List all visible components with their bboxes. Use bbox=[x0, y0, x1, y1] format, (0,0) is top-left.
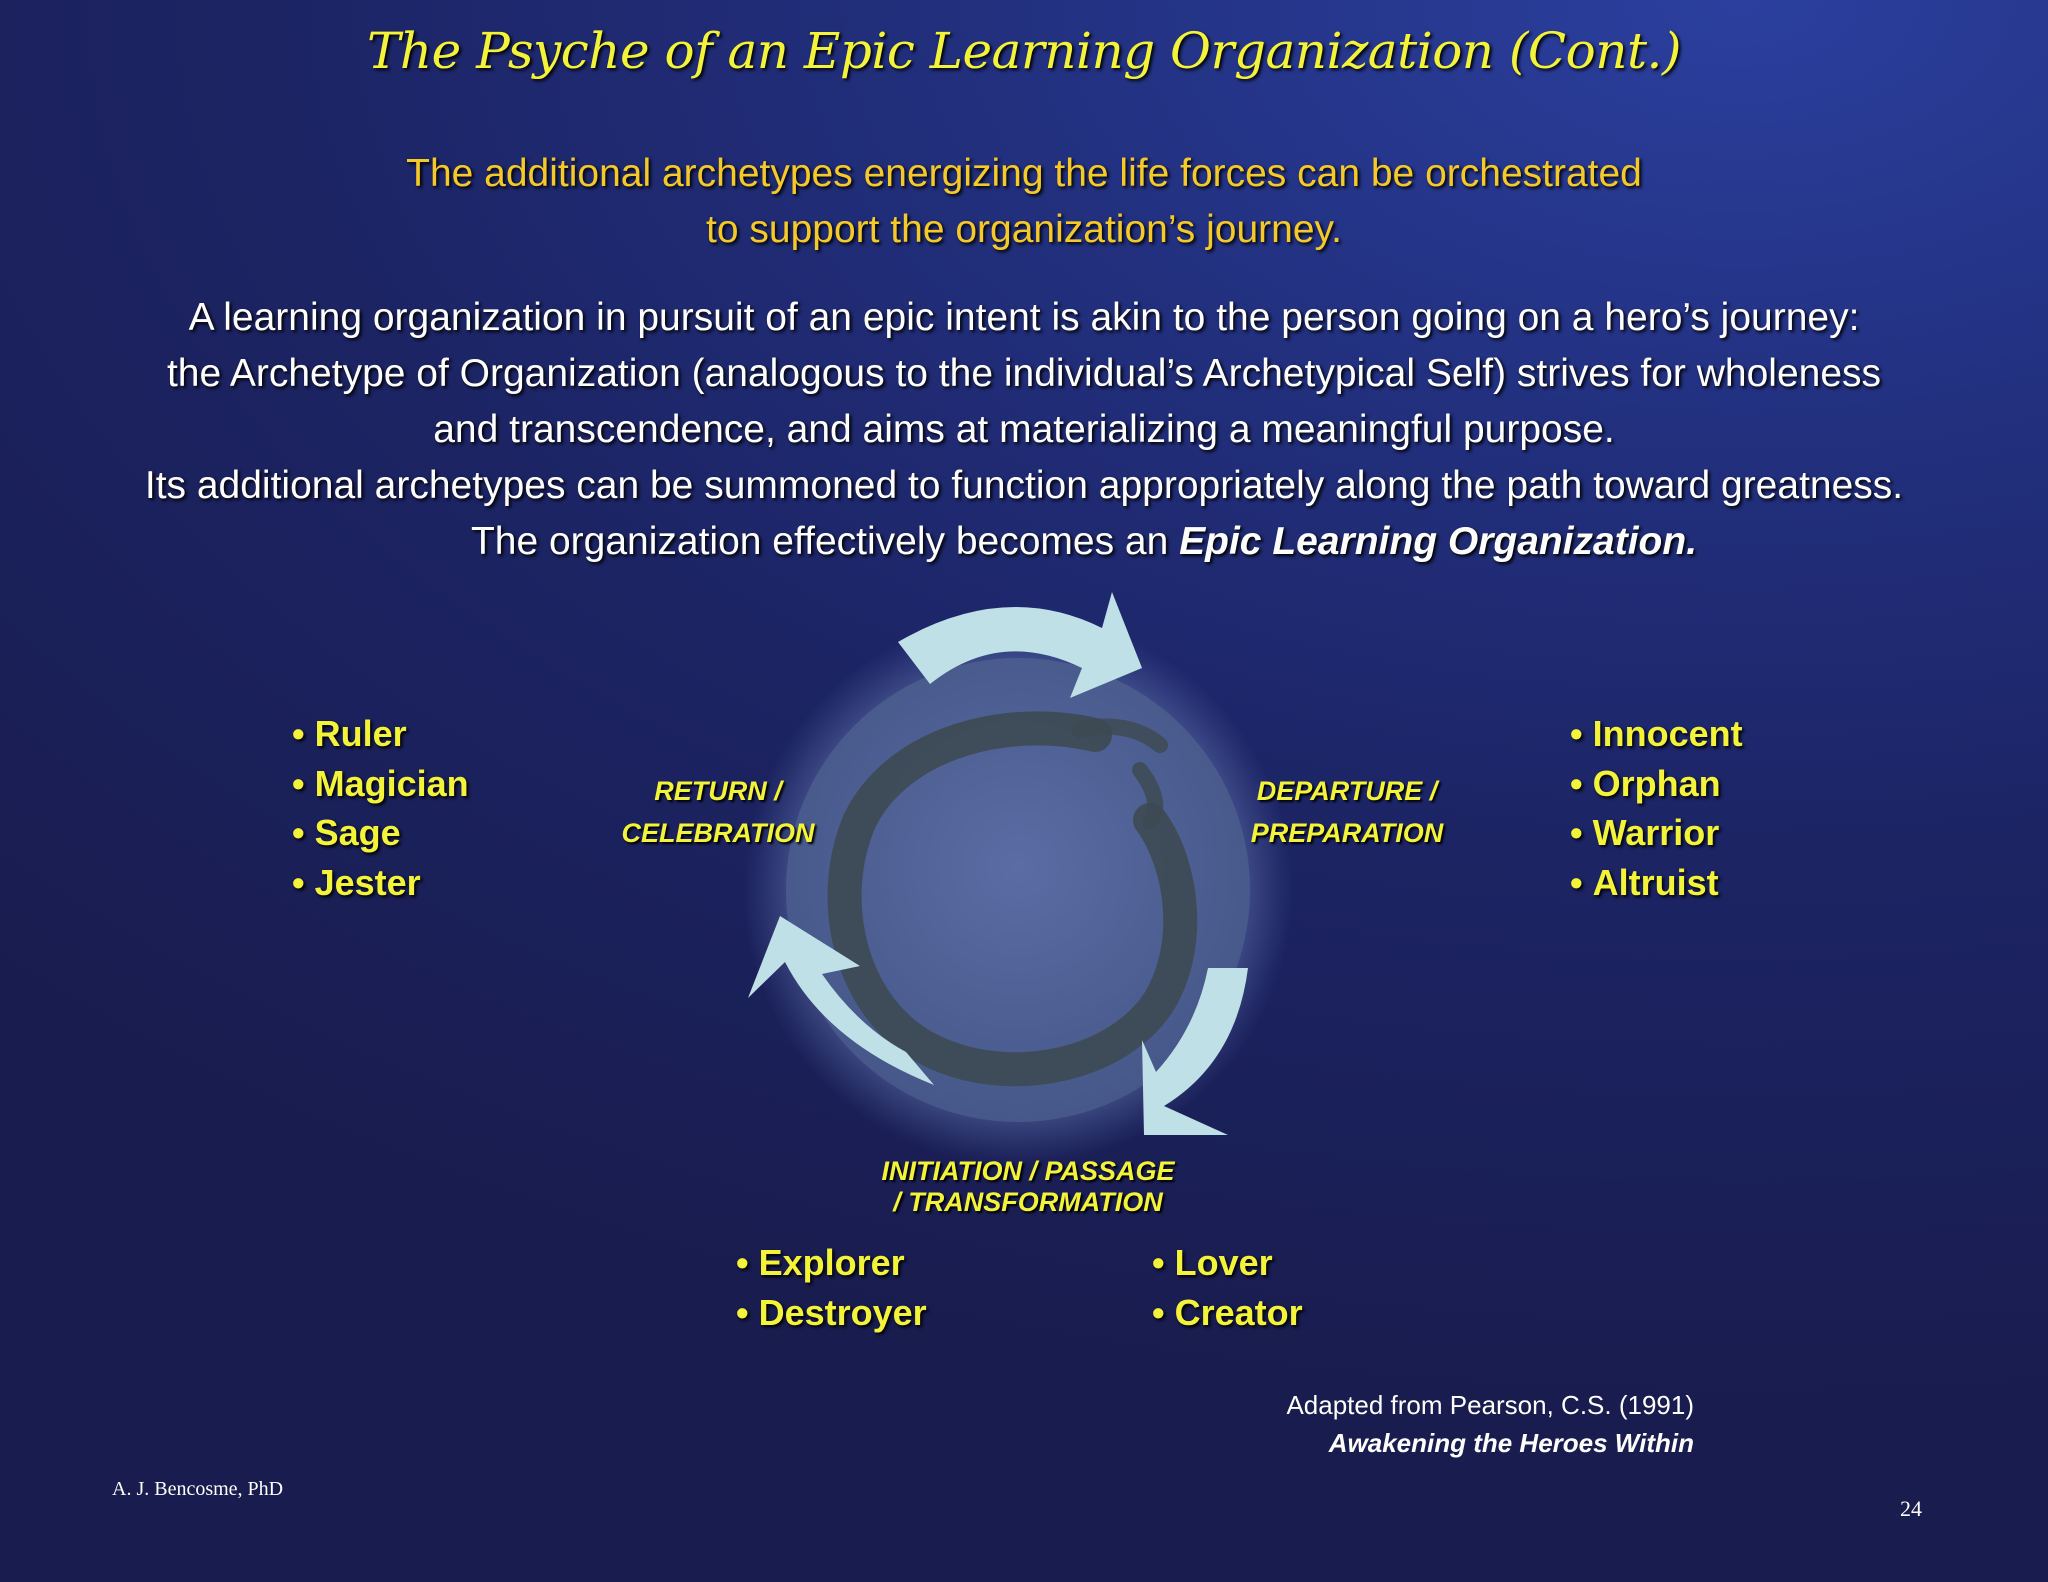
stage-label-line: INITIATION / PASSAGE bbox=[881, 1156, 1175, 1186]
stage-label-return: RETURN / CELEBRATION bbox=[608, 770, 828, 854]
body-line: Its additional archetypes can be summone… bbox=[144, 464, 1904, 507]
stage-label-departure: DEPARTURE / PREPARATION bbox=[1236, 770, 1458, 854]
list-item: Destroyer bbox=[736, 1288, 927, 1338]
stage-label-line: DEPARTURE / bbox=[1256, 776, 1438, 806]
arrow-left bbox=[748, 916, 934, 1085]
body-line: A learning organization in pursuit of an… bbox=[188, 296, 1860, 339]
epic-learning-organization-emphasis: Epic Learning Organization bbox=[1179, 520, 1687, 563]
stage-label-line: RETURN / bbox=[654, 776, 782, 806]
list-item: Orphan bbox=[1570, 759, 1743, 809]
list-item: Warrior bbox=[1570, 808, 1743, 858]
list-item: Creator bbox=[1152, 1288, 1303, 1338]
subtitle-line: The additional archetypes energizing the… bbox=[406, 152, 1642, 195]
list-item: Lover bbox=[1152, 1238, 1303, 1288]
enso-tail bbox=[1072, 718, 1168, 830]
list-item: Jester bbox=[292, 858, 469, 908]
list-item: Explorer bbox=[736, 1238, 927, 1288]
body-line-prefix: The organization effectively becomes an bbox=[470, 520, 1180, 563]
arrow-top bbox=[898, 592, 1142, 698]
arrow-right bbox=[1142, 968, 1248, 1135]
credit-source: Adapted from Pearson, C.S. (1991) bbox=[1286, 1390, 1694, 1420]
list-item: Ruler bbox=[292, 709, 469, 759]
slide-subtitle: The additional archetypes energizing the… bbox=[0, 146, 2048, 258]
body-paragraph: A learning organization in pursuit of an… bbox=[20, 290, 2028, 570]
stage-label-line: PREPARATION bbox=[1250, 818, 1444, 848]
archetype-list-return: Ruler Magician Sage Jester bbox=[292, 709, 469, 907]
author-footer: A. J. Bencosme, PhD bbox=[112, 1478, 284, 1500]
page-number: 24 bbox=[1900, 1496, 1922, 1521]
list-item: Innocent bbox=[1570, 709, 1743, 759]
source-credit: Adapted from Pearson, C.S. (1991) Awaken… bbox=[1286, 1386, 1694, 1462]
body-line-suffix: . bbox=[1686, 520, 1698, 563]
stage-label-line: CELEBRATION bbox=[621, 818, 815, 848]
list-item: Magician bbox=[292, 759, 469, 809]
list-item: Sage bbox=[292, 808, 469, 858]
body-line-final: The organization effectively becomes an … bbox=[20, 514, 2028, 570]
slide-title: The Psyche of an Epic Learning Organizat… bbox=[367, 22, 1681, 80]
list-item: Altruist bbox=[1570, 858, 1743, 908]
stage-label-initiation: INITIATION / PASSAGE / TRANSFORMATION bbox=[868, 1156, 1188, 1218]
body-line: the Archetype of Organization (analogous… bbox=[166, 352, 1882, 395]
subtitle-line: to support the organization’s journey. bbox=[706, 208, 1342, 251]
archetype-list-departure: Innocent Orphan Warrior Altruist bbox=[1570, 709, 1743, 907]
stage-label-line: / TRANSFORMATION bbox=[893, 1187, 1163, 1217]
archetype-list-initiation-left: Explorer Destroyer bbox=[736, 1238, 927, 1337]
enso-ring bbox=[827, 711, 1198, 1087]
credit-book-title: Awakening the Heroes Within bbox=[1328, 1428, 1694, 1458]
archetype-list-initiation-right: Lover Creator bbox=[1152, 1238, 1303, 1337]
body-line: and transcendence, and aims at materiali… bbox=[433, 408, 1615, 451]
